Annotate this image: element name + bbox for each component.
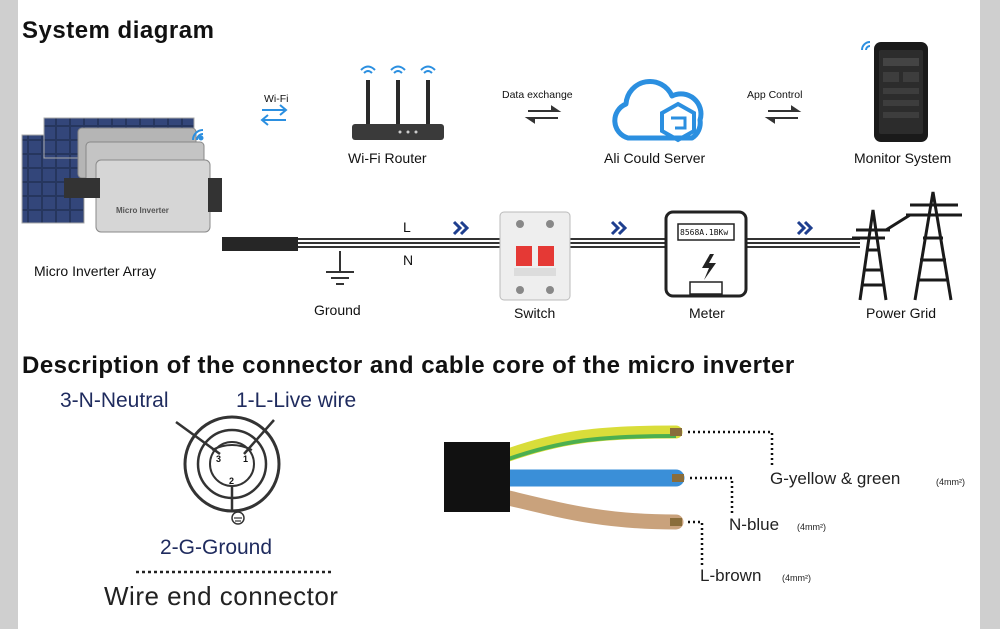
yellow-green-wire-size: (4mm²)	[936, 477, 965, 487]
inverter-connector-left	[64, 178, 100, 198]
cloud-server-icon	[612, 78, 704, 143]
inverter-wifi-icon	[192, 129, 204, 141]
monitor-label: Monitor System	[854, 150, 952, 166]
inverter-unit-front	[95, 159, 211, 233]
meter-reading: 8568A.1BKw	[680, 228, 729, 237]
switch-label: Switch	[514, 305, 556, 321]
brown-wire-label: L-brown	[700, 566, 762, 585]
data-exchange-label: Data exchange	[502, 89, 573, 101]
diagram-panel	[18, 0, 980, 629]
phone-wifi-icon	[861, 41, 871, 51]
monitor-phone-graphic	[861, 41, 928, 142]
live-pin-label: 1-L-Live wire	[236, 389, 357, 412]
meter-bolt-icon	[702, 254, 716, 280]
cable-jacket	[444, 442, 510, 512]
blue-wire-label: N-blue	[729, 515, 780, 534]
wifi-exchange-arrow-icon	[260, 104, 288, 126]
blue-wire-size: (4mm²)	[797, 522, 826, 532]
wifi-label: Wi-Fi	[264, 93, 289, 105]
meter-label: Meter	[689, 305, 725, 321]
inverter-connector	[208, 178, 222, 212]
ground-symbol-icon	[326, 251, 354, 285]
router-graphic	[352, 65, 444, 140]
pin-2-number: 2	[229, 476, 235, 486]
wire-end-connector-graphic	[175, 415, 281, 525]
system-diagram-title: System diagram	[22, 17, 215, 44]
meter-graphic	[664, 210, 748, 298]
micro-inverter-array-graphic	[21, 117, 222, 233]
router-wifi-icons	[360, 65, 436, 74]
neutral-line-label: N	[403, 252, 414, 268]
server-label: Ali Could Server	[604, 150, 706, 166]
ground-label: Ground	[314, 302, 361, 318]
cable-leader-lines	[688, 430, 774, 566]
wire-end-connector-caption: Wire end connector	[104, 581, 339, 611]
power-grid-towers-icon	[852, 191, 962, 301]
pin-3-number: 3	[216, 454, 222, 464]
neutral-pin-label: 3-N-Neutral	[60, 389, 169, 412]
description-title: Description of the connector and cable c…	[22, 352, 795, 379]
yellow-green-wire-label: G-yellow & green	[770, 469, 901, 488]
flow-chevron-icons	[452, 220, 814, 236]
pin-1-number: 1	[243, 454, 249, 464]
micro-inverter-array-label: Micro Inverter Array	[34, 263, 157, 279]
power-grid-label: Power Grid	[866, 305, 937, 321]
live-line-label: L	[403, 219, 411, 235]
router-label: Wi-Fi Router	[348, 150, 427, 166]
ground-pin-label: 2-G-Ground	[160, 536, 273, 559]
app-control-arrow-icon	[764, 105, 802, 124]
switch-breaker-graphic	[499, 211, 571, 301]
inverter-device-text: Micro Inverter	[116, 206, 169, 215]
data-exchange-arrow-icon	[524, 105, 562, 124]
cable-core-graphic	[444, 425, 685, 530]
app-control-label: App Control	[747, 89, 803, 101]
brown-wire-size: (4mm²)	[782, 573, 811, 583]
power-line	[222, 237, 860, 251]
